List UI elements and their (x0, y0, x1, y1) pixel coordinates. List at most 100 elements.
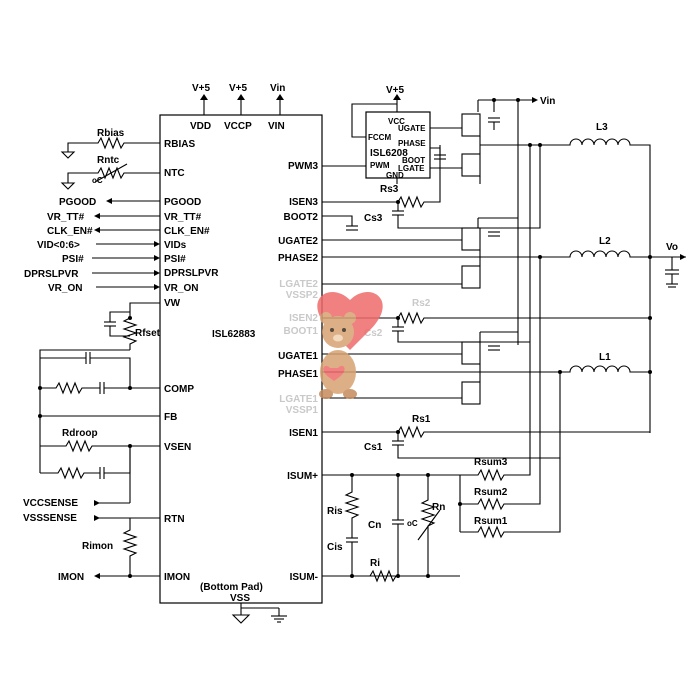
sig-vr-tt: VR_TT# (47, 212, 85, 223)
svg-text:GND: GND (386, 171, 404, 180)
pin-isum-plus: ISUM+ (287, 471, 318, 482)
pin-vss: VSS (230, 593, 250, 604)
supply-vccp-label: V+5 (229, 83, 248, 94)
pin-lgate1: LGATE1 (279, 394, 318, 405)
left-pins: RBIAS NTC PGOOD VR_TT# CLK_EN# VIDs PSI#… (164, 139, 219, 583)
inductor-l1: L1 (560, 260, 651, 433)
svg-text:PHASE: PHASE (398, 139, 426, 148)
pin-isen1: ISEN1 (289, 428, 318, 439)
svg-text:Rntc: Rntc (97, 155, 120, 166)
pin-vids: VIDs (164, 240, 187, 251)
svg-text:L1: L1 (599, 352, 611, 363)
pin-vssp2: VSSP2 (286, 290, 319, 301)
teddy-bear-heart-icon (317, 291, 383, 399)
pin-comp: COMP (164, 384, 194, 395)
svg-text:Ri: Ri (370, 558, 380, 569)
sig-clk-en: CLK_EN# (47, 226, 93, 237)
pin-dprslpvr: DPRSLPVR (164, 268, 219, 279)
pin-clk-en: CLK_EN# (164, 226, 210, 237)
pin-ntc: NTC (164, 168, 185, 179)
right-pins: PWM3 ISEN3 BOOT2 UGATE2 PHASE2 LGATE2 VS… (278, 161, 318, 583)
vin-label: Vin (540, 96, 555, 107)
inductor-l3: L3 (560, 122, 651, 260)
svg-text:Rn: Rn (432, 502, 445, 513)
pin-rtn: RTN (164, 514, 185, 525)
pin-fb: FB (164, 412, 177, 423)
svg-text:Rsum2: Rsum2 (474, 487, 508, 498)
pin-imon: IMON (164, 572, 190, 583)
pin-ugate2: UGATE2 (278, 236, 318, 247)
pin-isen3: ISEN3 (289, 197, 318, 208)
sig-vid: VID<0:6> (37, 240, 80, 251)
svg-text:oC: oC (407, 519, 418, 528)
svg-text:LGATE: LGATE (398, 164, 425, 173)
rbias-resistor: Rbias (60, 128, 160, 159)
vin-rail: Vin (477, 96, 555, 345)
pin-pgood: PGOOD (164, 197, 201, 208)
isl6208-chip: ISL6208 VCC UGATE FCCM PHASE BOOT PWM LG… (322, 85, 462, 184)
supply-vdd-label: V+5 (192, 83, 211, 94)
pin-vin: VIN (268, 121, 285, 132)
svg-text:V+5: V+5 (386, 85, 405, 96)
junction-dots (38, 98, 652, 578)
sense-signals: VCCSENSE VSSSENSE (23, 446, 160, 524)
phase1-fets (322, 331, 560, 405)
rs2-cs2: Rs2 Cs2 (322, 298, 650, 343)
pin-lgate2: LGATE2 (279, 279, 318, 290)
pin-isum-minus: ISUM- (290, 572, 318, 583)
phase3-fets (461, 113, 560, 184)
svg-text:Cs1: Cs1 (364, 442, 383, 453)
pin-ugate1: UGATE1 (278, 351, 318, 362)
pin-vsen: VSEN (164, 442, 191, 453)
isl62883-chip (159, 114, 323, 604)
svg-text:oC: oC (92, 176, 103, 185)
sig-vr-on: VR_ON (48, 283, 82, 294)
sig-pgood: PGOOD (59, 197, 96, 208)
rs1-cs1: Rs1 Cs1 (322, 372, 650, 459)
svg-text:VCC: VCC (388, 117, 405, 126)
rfset-network: Rfset (104, 302, 161, 350)
svg-text:Rs2: Rs2 (412, 298, 431, 309)
supply-vin-label: Vin (270, 83, 285, 94)
sig-psi: PSI# (62, 254, 84, 265)
svg-text:Rfset: Rfset (135, 328, 161, 339)
svg-text:L3: L3 (596, 122, 608, 133)
pin-vr-on: VR_ON (164, 283, 198, 294)
pin-vr-tt: VR_TT# (164, 212, 202, 223)
inductor-l2: L2 Vo (560, 236, 686, 288)
ground-symbols (231, 603, 287, 624)
pin-vssp1: VSSP1 (286, 405, 319, 416)
svg-text:Cn: Cn (368, 520, 381, 531)
bottom-pad-note: (Bottom Pad) (200, 582, 263, 593)
pin-vccp: VCCP (224, 121, 252, 132)
svg-text:Rsum1: Rsum1 (474, 516, 508, 527)
rimon-resistor: Rimon IMON (58, 518, 160, 583)
driver-ic-name: ISL6208 (370, 148, 408, 159)
svg-text:BOOT: BOOT (402, 156, 425, 165)
pin-pwm3: PWM3 (288, 161, 318, 172)
svg-text:Cis: Cis (327, 542, 343, 553)
isum-network: Rsum3 Rsum2 Rsum1 Ris Cis Ri Cn Rn oC (322, 145, 561, 583)
svg-text:Cs3: Cs3 (364, 213, 383, 224)
svg-text:Rs3: Rs3 (380, 184, 399, 195)
svg-text:Rsum3: Rsum3 (474, 457, 508, 468)
main-ic-name: ISL62883 (212, 329, 256, 340)
top-supplies: V+5 V+5 Vin (192, 83, 285, 115)
svg-text:Rimon: Rimon (82, 541, 113, 552)
comp-network (39, 349, 160, 420)
svg-text:FCCM: FCCM (368, 133, 391, 142)
rs3-cs3: Rs3 Cs3 (322, 145, 541, 231)
svg-text:PWM: PWM (370, 161, 390, 170)
phase2-fets (322, 217, 560, 289)
pin-isen2: ISEN2 (289, 313, 318, 324)
pin-vdd: VDD (190, 121, 211, 132)
svg-text:L2: L2 (599, 236, 611, 247)
svg-text:Rbias: Rbias (97, 128, 125, 139)
sig-vccsense: VCCSENSE (23, 498, 78, 509)
svg-text:Rs1: Rs1 (412, 414, 431, 425)
pin-boot1: BOOT1 (284, 326, 319, 337)
pin-phase2: PHASE2 (278, 253, 318, 264)
pin-phase1: PHASE1 (278, 369, 318, 380)
left-signals: PGOOD VR_TT# CLK_EN# VID<0:6> PSI# DPRSL… (24, 197, 160, 294)
pin-vw: VW (164, 298, 181, 309)
